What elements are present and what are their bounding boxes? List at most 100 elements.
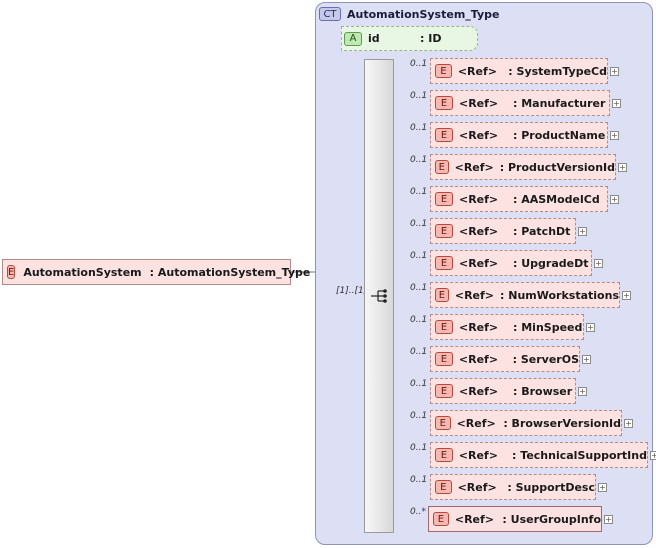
element-occurrence: 0..1 <box>410 251 428 261</box>
element-aasmodelcd[interactable]: E<Ref>: AASModelCd <box>430 186 608 212</box>
expand-icon[interactable]: + <box>610 131 619 140</box>
element-technicalsupportind[interactable]: E<Ref>: TechnicalSupportInd <box>430 442 648 468</box>
root-element-name: AutomationSystem <box>23 265 142 279</box>
element-ref-label: <Ref> <box>459 192 499 206</box>
element-badge: E <box>435 64 452 78</box>
element-numworkstations[interactable]: E <Ref> : NumWorkstations <box>430 282 620 308</box>
element-badge: E <box>435 320 453 334</box>
expand-icon[interactable]: + <box>622 291 631 300</box>
element-ref-label: <Ref> <box>459 320 499 334</box>
element-ref-label: <Ref> <box>458 352 499 366</box>
element-browserversionid[interactable]: E <Ref> : BrowserVersionId <box>430 410 622 436</box>
element-minspeed[interactable]: E <Ref> : MinSpeed <box>430 314 584 340</box>
element-name: : MinSpeed <box>513 320 583 334</box>
element-manufacturer[interactable]: E <Ref> : Manufacturer <box>430 90 610 116</box>
element-occurrence: 0..1 <box>410 347 428 357</box>
element-occurrence: 0..1 <box>410 123 428 133</box>
element-name: : ServerOS <box>512 352 579 366</box>
element-name: : UserGroupInfo <box>502 512 601 526</box>
element-ref-label: <Ref> <box>459 224 499 238</box>
expand-icon[interactable]: + <box>610 195 619 204</box>
element-name: : PatchDt <box>513 224 571 238</box>
complex-type-badge: CT <box>319 7 341 21</box>
element-browser[interactable]: E <Ref> : Browser <box>430 378 576 404</box>
element-badge: E <box>435 352 453 366</box>
expand-icon[interactable]: + <box>624 419 633 428</box>
element-occurrence: 0..1 <box>410 155 428 165</box>
expand-icon[interactable]: + <box>578 227 587 236</box>
element-productname[interactable]: E <Ref> : ProductName <box>430 122 608 148</box>
element-badge: E <box>435 96 453 110</box>
element-supportdesc[interactable]: E <Ref> : SupportDesc <box>430 474 596 500</box>
element-badge: E <box>435 288 449 302</box>
element-occurrence: 0..* <box>410 507 426 517</box>
element-badge: E <box>435 160 449 174</box>
element-badge: E <box>435 384 453 398</box>
element-occurrence: 0..1 <box>410 283 428 293</box>
element-ref-label: <Ref> <box>458 448 498 462</box>
expand-icon[interactable]: + <box>610 67 619 76</box>
expand-icon[interactable]: + <box>604 515 613 524</box>
element-name: : SystemTypeCd <box>508 64 607 78</box>
element-upgradedt[interactable]: E <Ref> : UpgradeDt <box>430 250 592 276</box>
element-ref-label: <Ref> <box>456 416 496 430</box>
element-occurrence: 0..1 <box>410 219 428 229</box>
sequence-icon <box>371 289 387 303</box>
expand-icon[interactable]: + <box>598 483 607 492</box>
element-ref-label: <Ref> <box>459 128 499 142</box>
root-element-badge: E <box>7 265 16 279</box>
element-ref-label: <Ref> <box>457 480 497 494</box>
element-occurrence: 0..1 <box>410 315 428 325</box>
element-occurrence: 0..1 <box>410 443 428 453</box>
element-badge: E <box>435 448 453 462</box>
root-element-type: : AutomationSystem_Type <box>149 265 311 279</box>
element-ref-label: <Ref> <box>459 256 499 270</box>
element-serveros[interactable]: E <Ref> : ServerOS <box>430 346 580 372</box>
element-name: : ProductVersionId <box>499 160 615 174</box>
element-badge: E <box>435 128 453 142</box>
element-name: : Browser <box>513 384 573 398</box>
element-badge: E <box>435 224 453 238</box>
element-badge: E <box>435 480 452 494</box>
attribute-id[interactable]: A id : ID <box>341 26 478 51</box>
root-occurrence: [1]..[1] <box>336 286 368 296</box>
element-name: : UpgradeDt <box>513 256 589 270</box>
element-patchdt[interactable]: E <Ref> : PatchDt <box>430 218 576 244</box>
element-badge: E <box>435 256 453 270</box>
element-occurrence: 0..1 <box>410 411 428 421</box>
element-badge: E <box>433 512 449 526</box>
element-ref-label: <Ref> <box>457 64 497 78</box>
element-badge: E <box>435 192 453 206</box>
element-occurrence: 0..1 <box>410 475 428 485</box>
expand-icon[interactable]: + <box>582 355 591 364</box>
element-name: : BrowserVersionId <box>503 416 621 430</box>
expand-icon[interactable]: + <box>594 259 603 268</box>
element-ref-label: <Ref> <box>454 512 495 526</box>
root-element[interactable]: E AutomationSystem : AutomationSystem_Ty… <box>2 259 310 285</box>
element-occurrence: 0..1 <box>410 187 428 197</box>
expand-icon[interactable]: + <box>578 387 587 396</box>
element-badge: E <box>435 416 451 430</box>
expand-icon[interactable]: + <box>618 163 627 172</box>
element-name: : SupportDesc <box>507 480 595 494</box>
complex-type-header: CT AutomationSystem_Type <box>319 7 500 21</box>
expand-icon[interactable]: + <box>612 99 621 108</box>
element-productversionid[interactable]: E <Ref> : ProductVersionId <box>430 154 616 180</box>
element-occurrence: 0..1 <box>410 59 428 69</box>
element-ref-label: <Ref> <box>459 384 499 398</box>
element-occurrence: 0..1 <box>410 91 428 101</box>
element-ref-label: <Ref> <box>454 288 495 302</box>
expand-icon[interactable]: + <box>650 451 656 460</box>
expand-icon[interactable]: + <box>586 323 595 332</box>
attribute-name: id <box>368 32 380 45</box>
element-ref-label: <Ref> <box>459 96 499 110</box>
element-usergroupinfo[interactable]: E <Ref> : UserGroupInfo <box>428 506 602 532</box>
attribute-type: : ID <box>420 32 442 45</box>
element-occurrence: 0..1 <box>410 379 428 389</box>
attribute-badge: A <box>344 31 362 46</box>
element-name: : NumWorkstations <box>500 288 619 302</box>
element-name: : ProductName <box>513 128 606 142</box>
element-systemtypecd[interactable]: E <Ref> : SystemTypeCd <box>430 58 608 84</box>
element-ref-label: <Ref> <box>454 160 494 174</box>
element-name: : Manufacturer <box>513 96 606 110</box>
